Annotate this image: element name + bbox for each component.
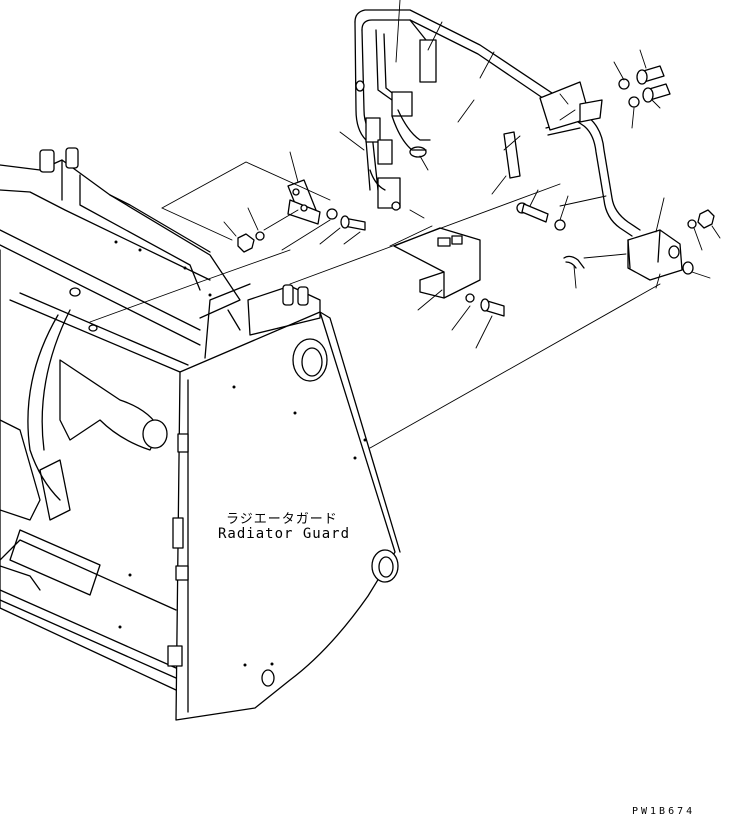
drawing-code: PW1B674 <box>632 806 696 817</box>
mounting-parts <box>237 65 715 317</box>
radiator-top-housing <box>0 147 321 346</box>
part-label-english: Radiator Guard <box>218 526 351 542</box>
tube-assembly <box>354 9 641 237</box>
leader-lines <box>89 0 721 449</box>
part-label-japanese: ラジエータガード <box>226 512 338 527</box>
radiator-guard-frame <box>0 249 401 721</box>
